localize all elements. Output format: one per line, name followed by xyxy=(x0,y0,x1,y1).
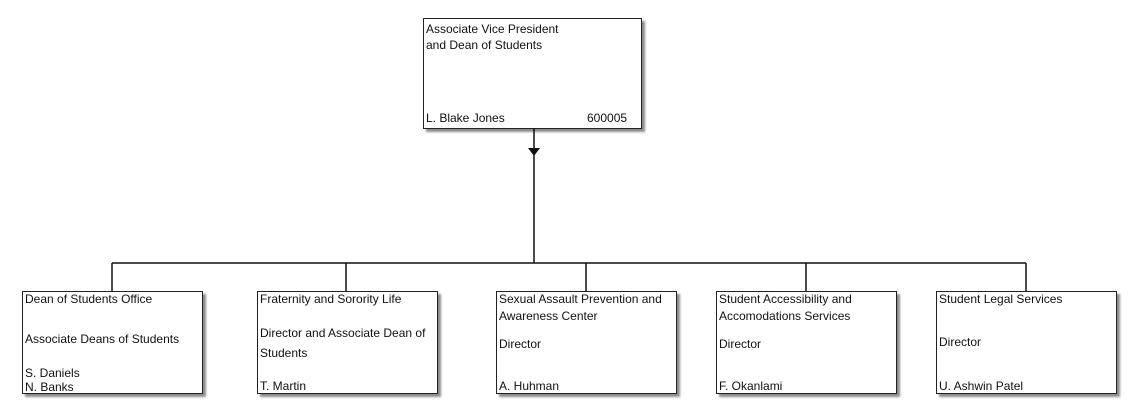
unit-title-line1: Student Accessibility and xyxy=(719,292,852,306)
unit-box-sexual-assault-prevention: Sexual Assault Prevention and Awareness … xyxy=(496,291,677,394)
unit-title: Student Legal Services xyxy=(939,292,1063,306)
unit-role-line2: Students xyxy=(260,346,308,360)
unit-person: S. Daniels xyxy=(25,366,80,380)
root-title-line2: and Dean of Students xyxy=(426,38,543,52)
unit-title: Fraternity and Sorority Life xyxy=(260,292,402,306)
unit-role-line1: Director and Associate Dean of xyxy=(260,326,426,340)
unit-role: Director xyxy=(719,337,762,351)
root-holder-name: L. Blake Jones xyxy=(426,111,505,125)
root-position-code: 600005 xyxy=(587,111,628,125)
unit-box-fraternity-sorority-life: Fraternity and Sorority Life Director an… xyxy=(257,291,438,394)
down-arrow-icon xyxy=(528,148,540,156)
unit-person: N. Banks xyxy=(25,380,74,394)
unit-person: F. Okanlami xyxy=(719,379,783,393)
unit-box-student-legal-services: Student Legal Services Director U. Ashwi… xyxy=(936,291,1117,394)
unit-person: A. Huhman xyxy=(499,379,560,393)
unit-role: Director xyxy=(499,337,542,351)
unit-person: U. Ashwin Patel xyxy=(939,379,1024,393)
unit-role: Associate Deans of Students xyxy=(25,332,180,346)
unit-title-line2: Awareness Center xyxy=(499,309,598,323)
unit-box-dean-of-students-office: Dean of Students Office Associate Deans … xyxy=(22,291,203,394)
unit-title-line1: Sexual Assault Prevention and xyxy=(499,292,662,306)
unit-title-line2: Accomodations Services xyxy=(719,309,851,323)
unit-box-student-accessibility: Student Accessibility and Accomodations … xyxy=(716,291,897,394)
unit-role: Director xyxy=(939,335,982,349)
root-title-line1: Associate Vice President xyxy=(426,22,559,36)
unit-person: T. Martin xyxy=(260,379,307,393)
unit-title: Dean of Students Office xyxy=(25,292,153,306)
root-position-box: Associate Vice President and Dean of Stu… xyxy=(423,18,642,129)
